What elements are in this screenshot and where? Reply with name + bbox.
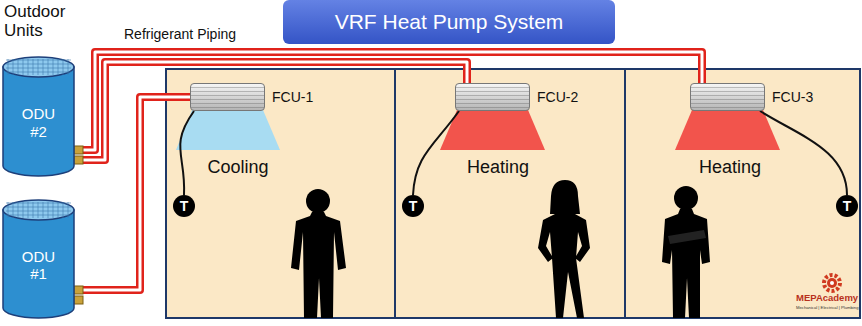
fan-grille [58, 202, 59, 218]
fan-grille [6, 60, 71, 61]
fan-grille [8, 202, 9, 218]
fcu-label: FCU-1 [272, 89, 313, 105]
room-1 [166, 69, 395, 318]
fan-grille [68, 202, 69, 218]
unit-label-box: ODU #1 [2, 210, 75, 320]
fan-coil-unit: FCU-2 [455, 83, 578, 111]
fan-coil-unit: FCU-3 [690, 83, 813, 111]
label-text: Cooling [190, 158, 286, 178]
label-text: Heating [450, 158, 546, 178]
fan-grille [38, 59, 39, 75]
person-silhouette [291, 189, 346, 318]
logo-gear [824, 275, 840, 291]
unit-body [3, 67, 74, 176]
fcu-housing [190, 83, 265, 111]
fan-coil-unit: FCU-1 [190, 83, 313, 111]
unit-label: ODU #2 [17, 105, 61, 140]
room-3 [625, 69, 860, 318]
refrigerant-pipe-gap [75, 97, 190, 290]
fan-grille [18, 202, 19, 218]
title-banner: VRF Heat Pump System [283, 0, 615, 44]
fan-grille [68, 59, 69, 75]
fan-grille [33, 202, 34, 218]
fan-grille [33, 59, 34, 75]
unit-label: ODU #1 [17, 248, 61, 283]
fcu-housing [455, 83, 530, 111]
fan-grille [38, 202, 39, 218]
connector [75, 97, 190, 290]
outdoor-unit: ODU #2 [2, 55, 75, 178]
logo-text: MEPAcademy [796, 293, 858, 303]
label-text: Outdoor Units [4, 3, 88, 40]
fan-grille [13, 59, 14, 75]
pipe-fitting [74, 296, 83, 304]
fan-grille [58, 59, 59, 75]
connector [75, 62, 467, 160]
thermostat-label: T [843, 198, 852, 214]
connector [760, 111, 847, 195]
fan-grille [63, 202, 64, 218]
rooms [166, 69, 860, 318]
fan-grille [18, 59, 19, 75]
thermostat-wire [180, 111, 194, 195]
fan-grille [28, 59, 29, 75]
refrigerant-pipe [75, 97, 190, 290]
thermostat: T [173, 195, 195, 217]
fan-grille [13, 202, 14, 218]
room-2 [395, 69, 625, 318]
fan-grille [23, 59, 24, 75]
thermostat-wire [760, 111, 847, 195]
fan-grille [6, 211, 71, 212]
fan-grille [8, 59, 9, 75]
fcu-housing [690, 83, 765, 111]
heating-airflow [675, 110, 780, 150]
thermostat-wire [413, 111, 459, 195]
fan-grille [48, 202, 49, 218]
fan-grille [43, 59, 44, 75]
fan-grille [43, 202, 44, 218]
unit-top [3, 200, 74, 220]
refrigerant-pipe [75, 62, 467, 160]
unit-top [3, 57, 74, 77]
label-text: Refrigerant Piping [124, 27, 284, 42]
fan-grille [6, 68, 71, 69]
person-silhouette [662, 186, 710, 318]
unit-body [3, 210, 74, 318]
title-text: VRF Heat Pump System [335, 10, 564, 34]
unit-label-box: ODU #2 [2, 67, 75, 178]
logo-text: Mechanical | Electrical | Plumbing [796, 306, 858, 311]
fan-grille [6, 207, 71, 208]
fan-grille [53, 59, 54, 75]
pipe-fitting [74, 286, 83, 294]
refrigerant-pipe-gap [75, 62, 467, 160]
outdoor-unit: ODU #1 [2, 198, 75, 320]
fan-grille [6, 64, 71, 65]
fan-grille [48, 59, 49, 75]
label-text: Heating [680, 158, 780, 178]
fcu-label: FCU-2 [537, 89, 578, 105]
pipe-fitting [74, 156, 83, 164]
thermostat: T [836, 195, 858, 217]
fan-grille [53, 202, 54, 218]
fan-grille [63, 59, 64, 75]
person-silhouette [538, 180, 590, 318]
fan-grille [6, 203, 71, 204]
thermostat: T [402, 195, 424, 217]
fcu-label: FCU-3 [772, 89, 813, 105]
pipe-fitting [74, 146, 83, 154]
thermostat-label: T [180, 198, 189, 214]
fan-grille [28, 202, 29, 218]
fan-grille [6, 215, 71, 216]
connector [413, 111, 459, 195]
connector [180, 111, 194, 195]
thermostat-label: T [409, 198, 418, 214]
fan-grille [23, 202, 24, 218]
fan-grille [6, 72, 71, 73]
